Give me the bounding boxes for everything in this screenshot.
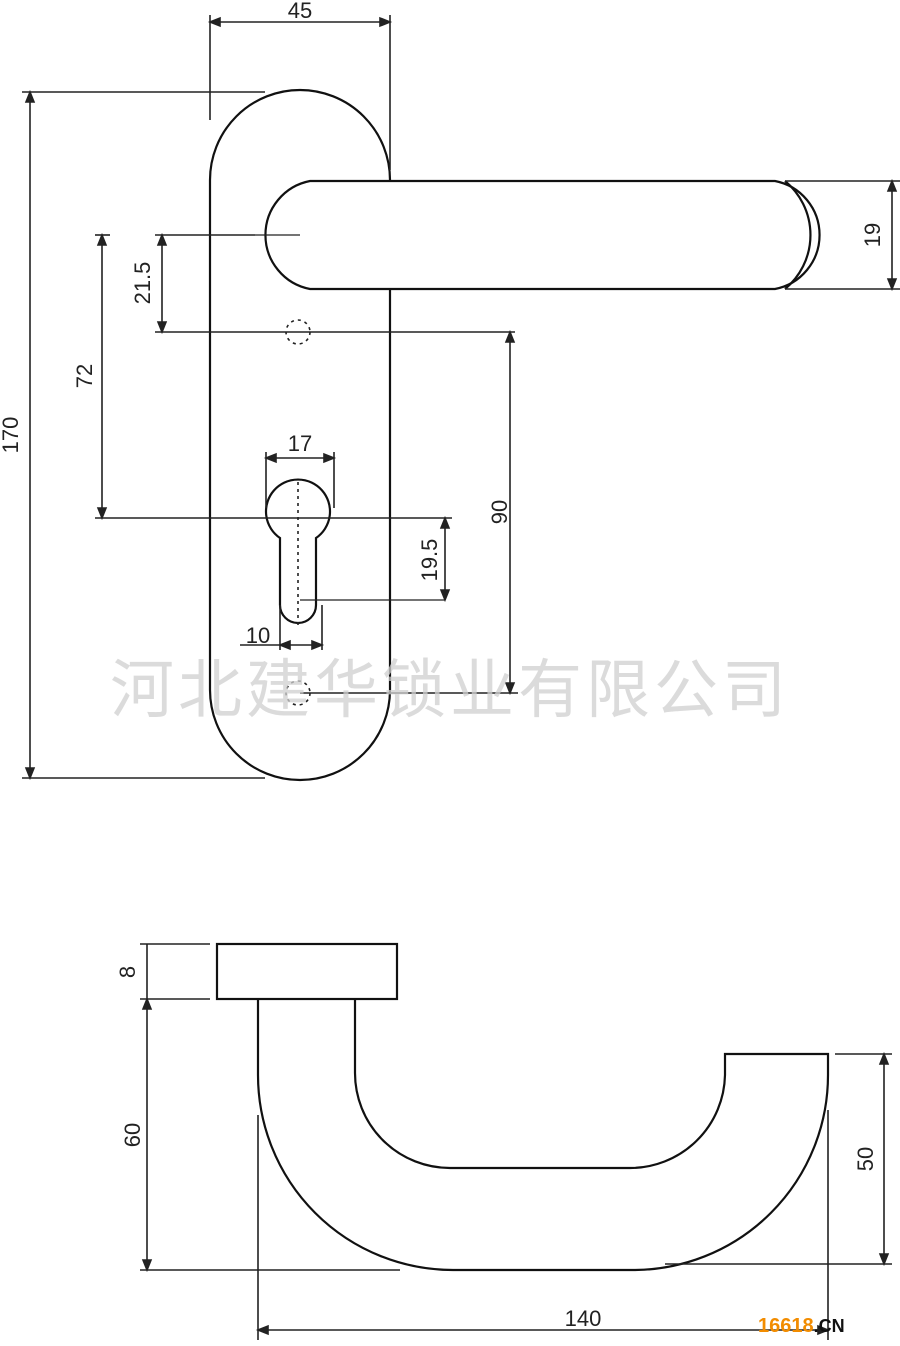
dim-lever-drop: 60 — [120, 1123, 145, 1147]
lever-tip-cap — [784, 180, 812, 290]
dim-lever-to-screw: 21.5 — [130, 262, 155, 305]
dim-screw-spacing: 90 — [487, 500, 512, 524]
company-watermark: 河北建华锁业有限公司 — [110, 654, 790, 728]
dim-lever-length: 140 — [565, 1306, 602, 1331]
dim-keyhole-depth: 19.5 — [417, 539, 442, 582]
backplate-outline — [208, 88, 392, 782]
site-logo: 16618.CN — [758, 1315, 845, 1337]
dim-lever-tip-height: 50 — [853, 1147, 878, 1171]
lever-side-view — [256, 999, 830, 1272]
dim-plate-height: 170 — [0, 417, 23, 454]
lever-top-view — [264, 179, 821, 291]
keyhole-outline — [264, 478, 332, 625]
rose-plate — [215, 942, 399, 1001]
dim-keyhole-slot: 10 — [246, 623, 270, 648]
dim-lever-thickness: 19 — [860, 223, 885, 247]
dim-keyhole-width: 17 — [288, 431, 312, 456]
dim-lever-to-keyhole: 72 — [72, 364, 97, 388]
dim-plate-width: 45 — [288, 0, 312, 23]
dim-rose-thickness: 8 — [115, 966, 140, 978]
